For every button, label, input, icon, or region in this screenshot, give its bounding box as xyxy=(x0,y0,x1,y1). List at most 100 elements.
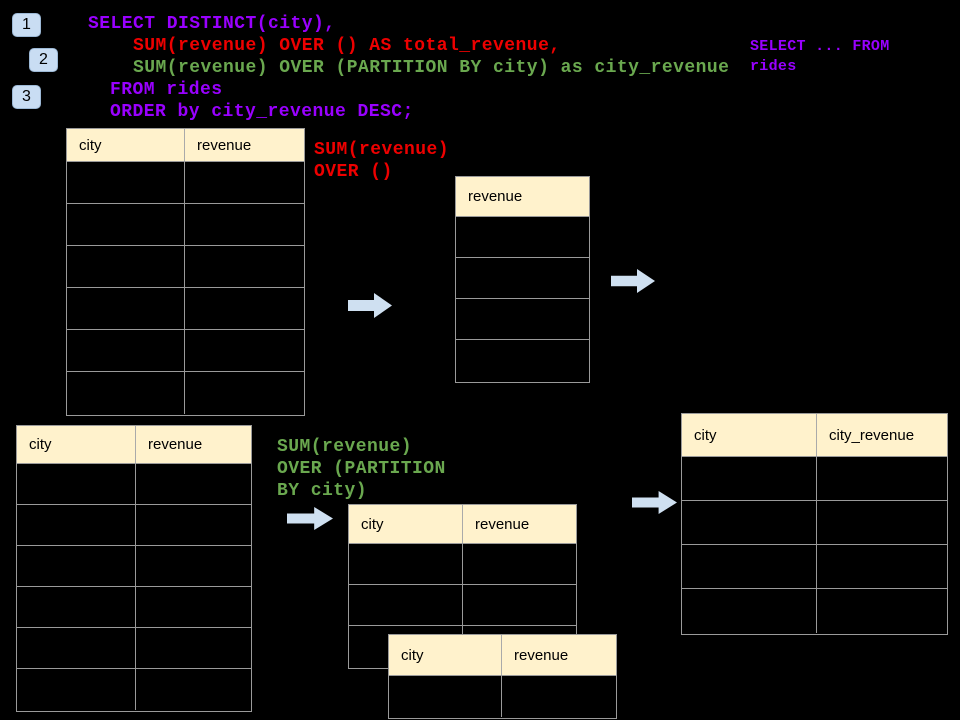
table-row xyxy=(67,204,304,246)
table-city-revenue-result: city city_revenue xyxy=(681,413,948,635)
sql-line-partition: SUM(revenue) OVER (PARTITION BY city) as… xyxy=(133,58,730,78)
table-cell-empty xyxy=(682,501,817,544)
column-header-revenue: revenue xyxy=(148,436,203,453)
table-partition-overlap: city revenue xyxy=(388,634,617,719)
table-row xyxy=(682,589,947,633)
column-header-revenue: revenue xyxy=(475,515,530,533)
table-cell-empty xyxy=(185,330,304,371)
table-cell-empty xyxy=(185,246,304,287)
table-header-row: city revenue xyxy=(17,426,251,464)
right-arrow-icon-partition-to-result xyxy=(632,491,677,514)
table-cell-empty xyxy=(817,545,947,588)
table-row xyxy=(349,544,576,585)
table-cell-empty xyxy=(185,204,304,245)
table-body xyxy=(17,464,251,710)
right-arrow-icon-source-to-total xyxy=(348,293,392,318)
table-cell-empty xyxy=(17,546,136,586)
column-header-city-revenue: city_revenue xyxy=(829,426,915,444)
table-row xyxy=(67,330,304,372)
right-arrow-icon-source-to-partition xyxy=(287,507,333,530)
table-cell-empty xyxy=(136,546,251,586)
table-header-row: revenue xyxy=(456,177,589,217)
table-source-bottom: city revenue xyxy=(16,425,252,712)
table-cell-empty xyxy=(682,457,817,500)
right-arrow-icon-total-out xyxy=(611,269,655,293)
table-cell-empty xyxy=(463,585,576,625)
table-body xyxy=(682,457,947,633)
table-cell-empty xyxy=(17,587,136,627)
table-body xyxy=(389,676,616,717)
table-row xyxy=(67,162,304,204)
table-header-row: city revenue xyxy=(67,129,304,162)
label-total-line-1: SUM(revenue) xyxy=(314,140,450,160)
column-header-revenue: revenue xyxy=(468,188,523,205)
table-cell-empty xyxy=(67,330,185,371)
sql-line-total: SUM(revenue) OVER () AS total_revenue, xyxy=(133,36,561,56)
label-partition-line-2: OVER (PARTITION xyxy=(277,459,446,479)
table-cell-empty xyxy=(17,669,136,710)
side-note-line-1: SELECT ... FROM xyxy=(750,38,890,55)
label-partition-line-3: BY city) xyxy=(277,481,368,501)
table-cell-empty xyxy=(67,162,185,203)
table-header-row: city revenue xyxy=(349,505,576,544)
step-badge-1: 1 xyxy=(12,13,41,37)
table-cell-empty xyxy=(67,288,185,329)
column-header-revenue: revenue xyxy=(514,646,569,664)
column-header-city: city xyxy=(349,505,463,543)
table-row xyxy=(389,676,616,717)
step-badge-2: 2 xyxy=(29,48,58,72)
sql-line-order: ORDER by city_revenue DESC; xyxy=(110,102,414,122)
table-row xyxy=(67,246,304,288)
sql-line-from: FROM rides xyxy=(110,80,223,100)
table-row xyxy=(17,464,251,505)
table-cell-empty xyxy=(17,628,136,668)
table-cell-empty xyxy=(502,676,616,717)
table-header-row: city revenue xyxy=(389,635,616,676)
label-partition-line-1: SUM(revenue) xyxy=(277,437,413,457)
table-row xyxy=(17,546,251,587)
table-cell-empty xyxy=(817,501,947,544)
table-cell-empty xyxy=(456,299,589,339)
table-header-row: city city_revenue xyxy=(682,414,947,457)
column-header-city: city xyxy=(682,414,817,456)
table-cell-empty xyxy=(185,162,304,203)
table-row xyxy=(349,585,576,626)
table-cell-empty xyxy=(349,544,463,584)
table-cell-empty xyxy=(682,589,817,633)
table-row xyxy=(682,457,947,501)
table-cell-empty xyxy=(456,258,589,298)
table-cell-empty xyxy=(456,340,589,381)
table-row xyxy=(682,501,947,545)
table-row xyxy=(17,628,251,669)
table-partition-mid: city revenue xyxy=(348,504,577,669)
sql-line-select: SELECT DISTINCT(city), xyxy=(88,14,336,34)
table-row xyxy=(17,505,251,546)
table-row xyxy=(17,669,251,710)
table-row xyxy=(456,299,589,340)
table-total-result: revenue xyxy=(455,176,590,383)
table-row xyxy=(67,288,304,330)
table-cell-empty xyxy=(817,457,947,500)
step-badge-3: 3 xyxy=(12,85,41,109)
table-row xyxy=(67,372,304,414)
table-cell-empty xyxy=(136,587,251,627)
side-note-line-2: rides xyxy=(750,58,797,75)
table-row xyxy=(456,258,589,299)
table-cell-empty xyxy=(817,589,947,633)
table-cell-empty xyxy=(185,372,304,414)
table-cell-empty xyxy=(185,288,304,329)
table-cell-empty xyxy=(67,204,185,245)
table-cell-empty xyxy=(389,676,502,717)
table-cell-empty xyxy=(136,628,251,668)
table-cell-empty xyxy=(463,544,576,584)
table-body xyxy=(456,217,589,381)
table-body xyxy=(67,162,304,414)
table-cell-empty xyxy=(17,505,136,545)
table-cell-empty xyxy=(17,464,136,504)
column-header-revenue: revenue xyxy=(197,136,252,154)
table-cell-empty xyxy=(682,545,817,588)
table-cell-empty xyxy=(136,505,251,545)
table-row xyxy=(682,545,947,589)
table-cell-empty xyxy=(136,669,251,710)
